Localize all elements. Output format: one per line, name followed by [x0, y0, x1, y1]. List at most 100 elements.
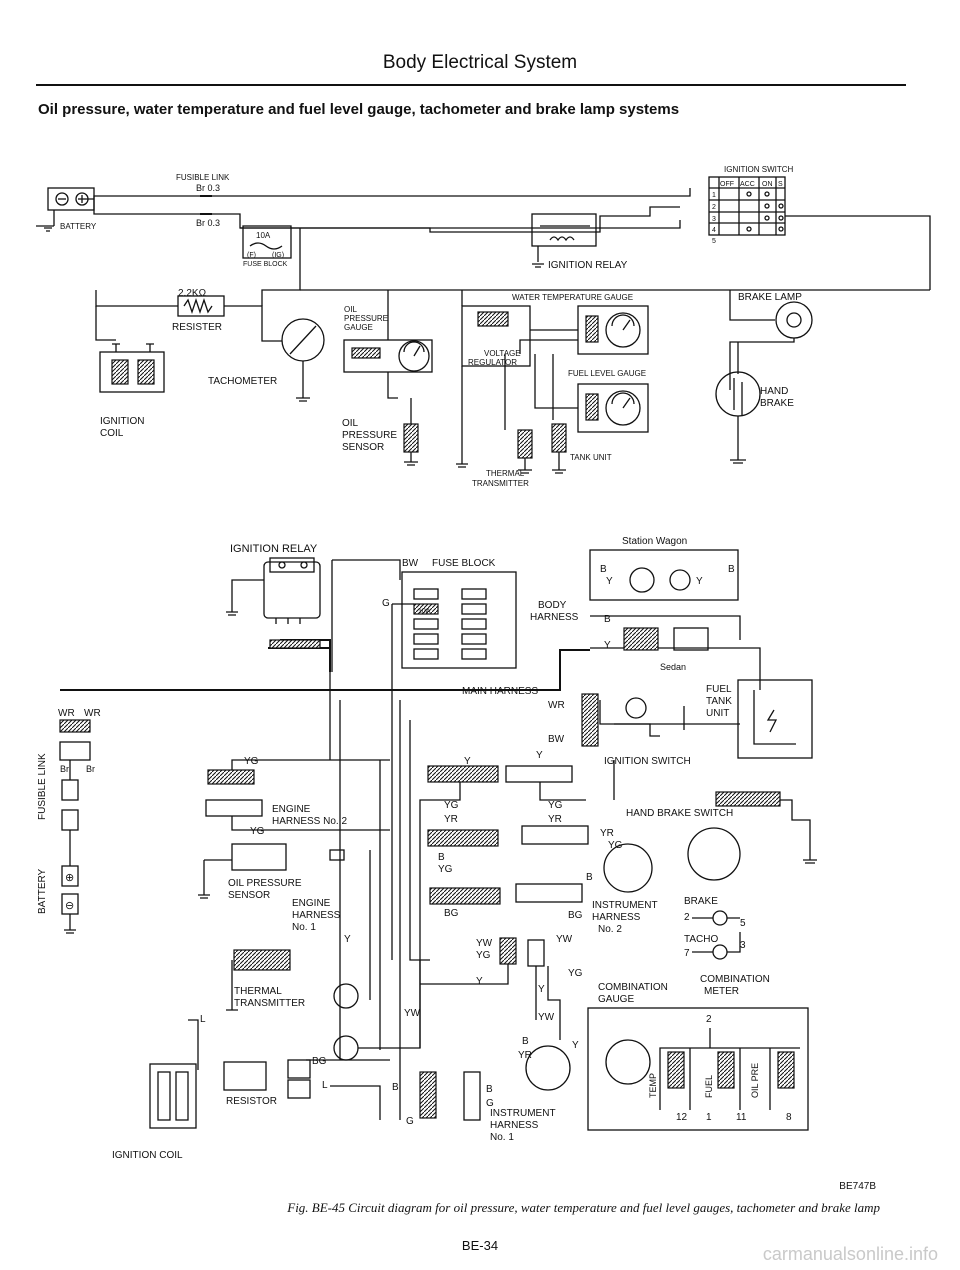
- main-harness-connector: [581, 693, 599, 747]
- switch-row-3: 3: [712, 216, 716, 223]
- fusible-link-vertical-label: FUSIBLE LINK: [37, 753, 48, 820]
- main-harness-label: MAIN HARNESS: [462, 686, 538, 697]
- fuse-block-lower: [401, 571, 517, 669]
- switch-col-acc: ACC: [740, 181, 755, 188]
- fuel-level-gauge: [577, 383, 649, 433]
- resistor-l-label: L: [322, 1080, 328, 1091]
- fuel-tank-unit-label-1: FUEL: [706, 684, 732, 695]
- combination-gauge-label-2: GAUGE: [598, 994, 634, 1005]
- watermark: carmanualsonline.info: [762, 1244, 938, 1264]
- resistor-lower-label: RESISTOR: [226, 1096, 277, 1107]
- battery-wr-right: WR: [84, 708, 101, 719]
- switch-row-4: 4: [712, 227, 716, 234]
- wire-b-c: B: [438, 852, 445, 863]
- hand-brake-label-2: BRAKE: [760, 398, 794, 409]
- meter-terminal-3: 3: [740, 940, 746, 951]
- fuel-level-gauge-label: FUEL LEVEL GAUGE: [568, 369, 646, 378]
- instrument-h1-b-left: B: [392, 1082, 399, 1093]
- thermal-transmitter-lower-label-2: TRANSMITTER: [234, 998, 305, 1009]
- switch-col-off: OFF: [720, 181, 734, 188]
- switch-row-2: 2: [712, 204, 716, 211]
- wire-yw-b: YW: [556, 934, 573, 945]
- combination-meter-label-2: METER: [704, 986, 739, 997]
- instrument-harness1-label-3: No. 1: [490, 1132, 514, 1143]
- meter-tacho-label: TACHO: [684, 934, 718, 945]
- ignition-relay-lower-label: IGNITION RELAY: [230, 543, 318, 555]
- oil-pressure-sensor-symbol: [403, 423, 419, 453]
- battery-br-right: Br: [86, 764, 95, 774]
- resistor-value-label: 2.2KΩ: [178, 288, 207, 299]
- instrument-harness1-connector-a: [419, 1071, 437, 1119]
- oil-pressure-gauge: [343, 290, 433, 399]
- instrument-h1-b: B: [486, 1084, 493, 1095]
- battery-wr-left: WR: [58, 708, 75, 719]
- switch-row-5: 5: [712, 238, 716, 245]
- wire-yr-d: YR: [518, 1050, 532, 1061]
- ignition-coil-lower-label: IGNITION COIL: [112, 1150, 183, 1161]
- hand-brake-switch-label: HAND BRAKE SWITCH: [626, 808, 733, 819]
- wire-yg-e: YG: [476, 950, 491, 961]
- engine-harness1-label-2: HARNESS: [292, 910, 341, 921]
- oil-pressure-sensor-lower-label-2: SENSOR: [228, 890, 270, 901]
- gauge-fuel-label: FUEL: [704, 1075, 714, 1098]
- wire-yg-b: YG: [548, 800, 563, 811]
- fusible-link-br03-b: Br 0.3: [196, 218, 220, 228]
- wagon-y-right: Y: [696, 576, 703, 587]
- body-harness-label-1: BODY: [538, 600, 567, 611]
- ignition-switch-upper-label: IGNITION SWITCH: [724, 165, 794, 174]
- oil-sensor-label-1: OIL: [342, 418, 359, 429]
- switch-row-1: 1: [712, 192, 716, 199]
- meter-brake-label: BRAKE: [684, 896, 718, 907]
- wire-yr-a: YR: [444, 814, 458, 825]
- thermal-transmitter-lower: [233, 949, 291, 971]
- thermal-transmitter-label-1: THERMAL: [486, 469, 525, 478]
- wire-yw-a: YW: [476, 938, 493, 949]
- oil-sensor-label-3: SENSOR: [342, 442, 384, 453]
- ignition-switch-connector: [505, 765, 573, 783]
- wire-y-d: Y: [538, 984, 545, 995]
- battery-br-left: Br: [60, 764, 69, 774]
- hand-brake-switch-symbol: [715, 371, 761, 417]
- tank-unit-symbol: [551, 423, 567, 453]
- fuse-10a-upper: 10A: [256, 231, 271, 240]
- thermal-transmitter-lower-label-1: THERMAL: [234, 986, 282, 997]
- gauge-temp-label: TEMP: [648, 1073, 658, 1098]
- fuse-10a-lower: 10A: [418, 608, 431, 615]
- fuse-block-lower-label: FUSE BLOCK: [432, 558, 496, 569]
- combination-meter-socket: [687, 827, 741, 881]
- oil-gauge-label-1: OIL: [344, 305, 357, 314]
- fuse-block-g-label: G: [382, 598, 390, 609]
- ignition-relay-upper: [531, 213, 597, 268]
- water-temp-gauge-label: WATER TEMPERATURE GAUGE: [512, 293, 633, 302]
- instrument-harness2-label-3: No. 2: [598, 924, 622, 935]
- resistor-bg-label: BG: [312, 1056, 327, 1067]
- oil-gauge-label-2: PRESSURE: [344, 314, 388, 323]
- ign-switch-y-right: Y: [536, 750, 543, 761]
- engine-harness2-label-1: ENGINE: [272, 804, 311, 815]
- resistor-lower: [223, 1061, 267, 1091]
- svg-text:⊕: ⊕: [65, 872, 74, 884]
- engine-harness2-yg-bottom: YG: [250, 826, 265, 837]
- instrument-h1-g-left: G: [406, 1116, 414, 1127]
- combination-gauge-socket: [603, 843, 653, 893]
- battery-vertical-label: BATTERY: [37, 868, 48, 914]
- gauge-terminal-1: 1: [706, 1112, 712, 1123]
- ignition-coil-upper-label-1: IGNITION: [100, 416, 144, 427]
- wire-y-c: Y: [476, 976, 483, 987]
- sedan-connector-a: [623, 627, 659, 651]
- combination-gauge-connector-2: [427, 829, 499, 847]
- station-wagon-box: [589, 549, 739, 601]
- voltage-regulator-label-1: VOLTAGE: [484, 349, 521, 358]
- wagon-b-right: B: [728, 564, 735, 575]
- oil-gauge-label-3: GAUGE: [344, 323, 373, 332]
- ignition-coil-lower-l: L: [200, 1014, 206, 1025]
- meter-terminal-5: 5: [740, 918, 746, 929]
- fusible-link-wire: [200, 195, 212, 215]
- ignition-switch-table: [708, 176, 786, 236]
- header-rule: [36, 84, 906, 86]
- resister-label: RESISTER: [172, 322, 222, 333]
- wire-yg-d: YG: [438, 864, 453, 875]
- engine-harness1-label-3: No. 1: [292, 922, 316, 933]
- engine-harness2-yg-top: YG: [244, 756, 259, 767]
